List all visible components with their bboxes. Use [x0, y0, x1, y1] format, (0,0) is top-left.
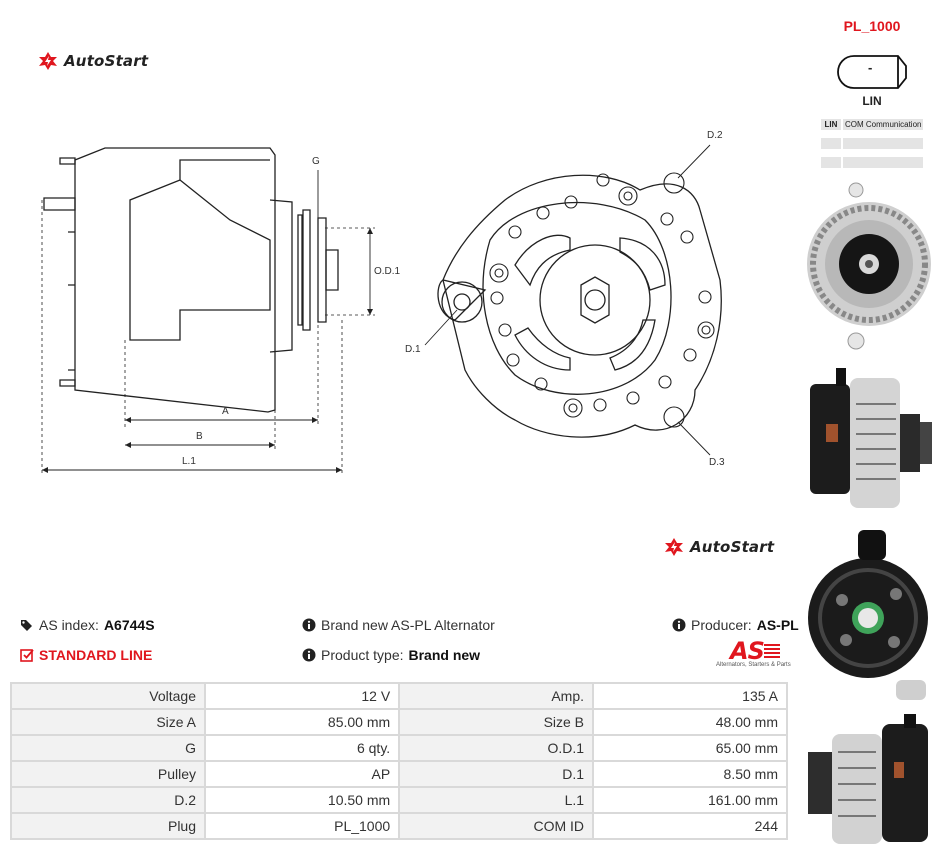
spec-label: Amp.	[398, 682, 595, 710]
side-view-svg	[41, 147, 375, 475]
as-index-label: AS index:	[39, 617, 99, 633]
alternator-front-image	[807, 182, 931, 350]
product-type-label: Product type:	[321, 647, 404, 663]
pin-id	[821, 157, 841, 168]
autostart-logo: AutoStart	[38, 51, 148, 71]
spec-value: 65.00 mm	[592, 734, 788, 762]
spec-label: D.2	[9, 786, 207, 814]
spec-value: 48.00 mm	[592, 708, 788, 736]
tags-icon	[21, 620, 32, 631]
spec-value: 8.50 mm	[592, 760, 788, 788]
info-icon	[302, 618, 316, 632]
pin-row: LIN COM Communication	[821, 119, 923, 130]
spec-value: 10.50 mm	[204, 786, 401, 814]
spec-label: Plug	[9, 812, 207, 840]
autostart-logo-icon	[665, 538, 683, 556]
spec-value: 135 A	[592, 682, 788, 710]
dim-label-od1: O.D.1	[374, 266, 401, 277]
alternator-side2-image	[808, 714, 928, 844]
front-view-svg	[424, 144, 722, 456]
plug-pin-table: LIN COM Communication	[821, 119, 923, 176]
front-view-drawing: D.2 D.1 D.3	[395, 120, 735, 475]
alternator-front-photo[interactable]	[806, 176, 936, 356]
spec-value: 6 qty.	[204, 734, 401, 762]
spec-value: 161.00 mm	[592, 786, 788, 814]
producer: Producer: AS-PL	[672, 617, 799, 633]
dim-label-d1: D.1	[405, 344, 421, 355]
spec-label: Size B	[398, 708, 595, 736]
pin-function	[843, 138, 923, 149]
table-row: Plug PL_1000 COM ID 244	[9, 812, 788, 840]
spec-value: 244	[592, 812, 788, 840]
as-index: AS index: A6744S	[20, 617, 155, 633]
plug-pin-symbol: -	[868, 60, 873, 75]
table-row: Size A 85.00 mm Size B 48.00 mm	[9, 708, 788, 736]
dim-label-b: B	[196, 431, 203, 442]
spec-label: Pulley	[9, 760, 207, 788]
dim-label-d3: D.3	[709, 457, 725, 468]
as-index-value: A6744S	[103, 617, 155, 633]
autostart-logo-icon	[39, 52, 57, 70]
alternator-rear-image	[808, 530, 928, 700]
alternator-side2-photo[interactable]	[806, 712, 936, 857]
producer-value: AS-PL	[756, 617, 799, 633]
spec-label: Voltage	[9, 682, 207, 710]
side-view-drawing: G O.D.1 A B L.1	[30, 140, 400, 485]
spec-value: 85.00 mm	[204, 708, 401, 736]
producer-label: Producer:	[691, 617, 752, 633]
as-pl-logo-stripes	[764, 644, 780, 660]
pin-id: LIN	[821, 119, 841, 130]
autostart-logo-text: AutoStart	[690, 538, 775, 556]
info-icon	[672, 618, 686, 632]
product-type: Product type: Brand new	[302, 647, 480, 663]
table-row: G 6 qty. O.D.1 65.00 mm	[9, 734, 788, 762]
spec-value: PL_1000	[204, 812, 401, 840]
dim-label-a: A	[222, 406, 229, 417]
spec-label: Size A	[9, 708, 207, 736]
alternator-rear-photo[interactable]	[806, 530, 936, 708]
table-row: Pulley AP D.1 8.50 mm	[9, 760, 788, 788]
spec-label: COM ID	[398, 812, 595, 840]
pin-row	[821, 138, 923, 149]
pin-row	[821, 157, 923, 168]
alternator-side-image	[810, 368, 932, 508]
description: Brand new AS-PL Alternator	[302, 617, 495, 633]
spec-label: G	[9, 734, 207, 762]
spec-value: AP	[204, 760, 401, 788]
info-icon	[302, 648, 316, 662]
autostart-logo-secondary: AutoStart	[664, 537, 774, 557]
standard-line-badge: STANDARD LINE	[20, 647, 152, 663]
as-pl-logo-text: AS	[730, 637, 765, 665]
spec-label: L.1	[398, 786, 595, 814]
alternator-side-photo[interactable]	[806, 364, 936, 522]
description-text: Brand new AS-PL Alternator	[321, 617, 495, 633]
spec-label: O.D.1	[398, 734, 595, 762]
product-type-value: Brand new	[408, 647, 481, 663]
plug-connector-icon	[837, 55, 907, 89]
table-row: Voltage 12 V Amp. 135 A	[9, 682, 788, 710]
checkbox-icon	[20, 649, 34, 662]
dim-label-d2: D.2	[707, 130, 723, 141]
plug-name: LIN	[862, 94, 882, 108]
spec-label: D.1	[398, 760, 595, 788]
as-pl-logo-tagline: Alternators, Starters & Parts	[716, 662, 791, 668]
standard-line-text: STANDARD LINE	[39, 647, 153, 663]
dim-label-g: G	[312, 156, 320, 167]
table-row: D.2 10.50 mm L.1 161.00 mm	[9, 786, 788, 814]
pin-function: COM Communication	[843, 119, 923, 130]
spec-value: 12 V	[204, 682, 401, 710]
dim-label-l1: L.1	[182, 456, 196, 467]
plug-code: PL_1000	[843, 18, 901, 34]
pin-function	[843, 157, 923, 168]
specs-table: Voltage 12 V Amp. 135 A Size A 85.00 mm …	[9, 682, 788, 840]
pin-id	[821, 138, 841, 149]
autostart-logo-text: AutoStart	[64, 52, 149, 70]
